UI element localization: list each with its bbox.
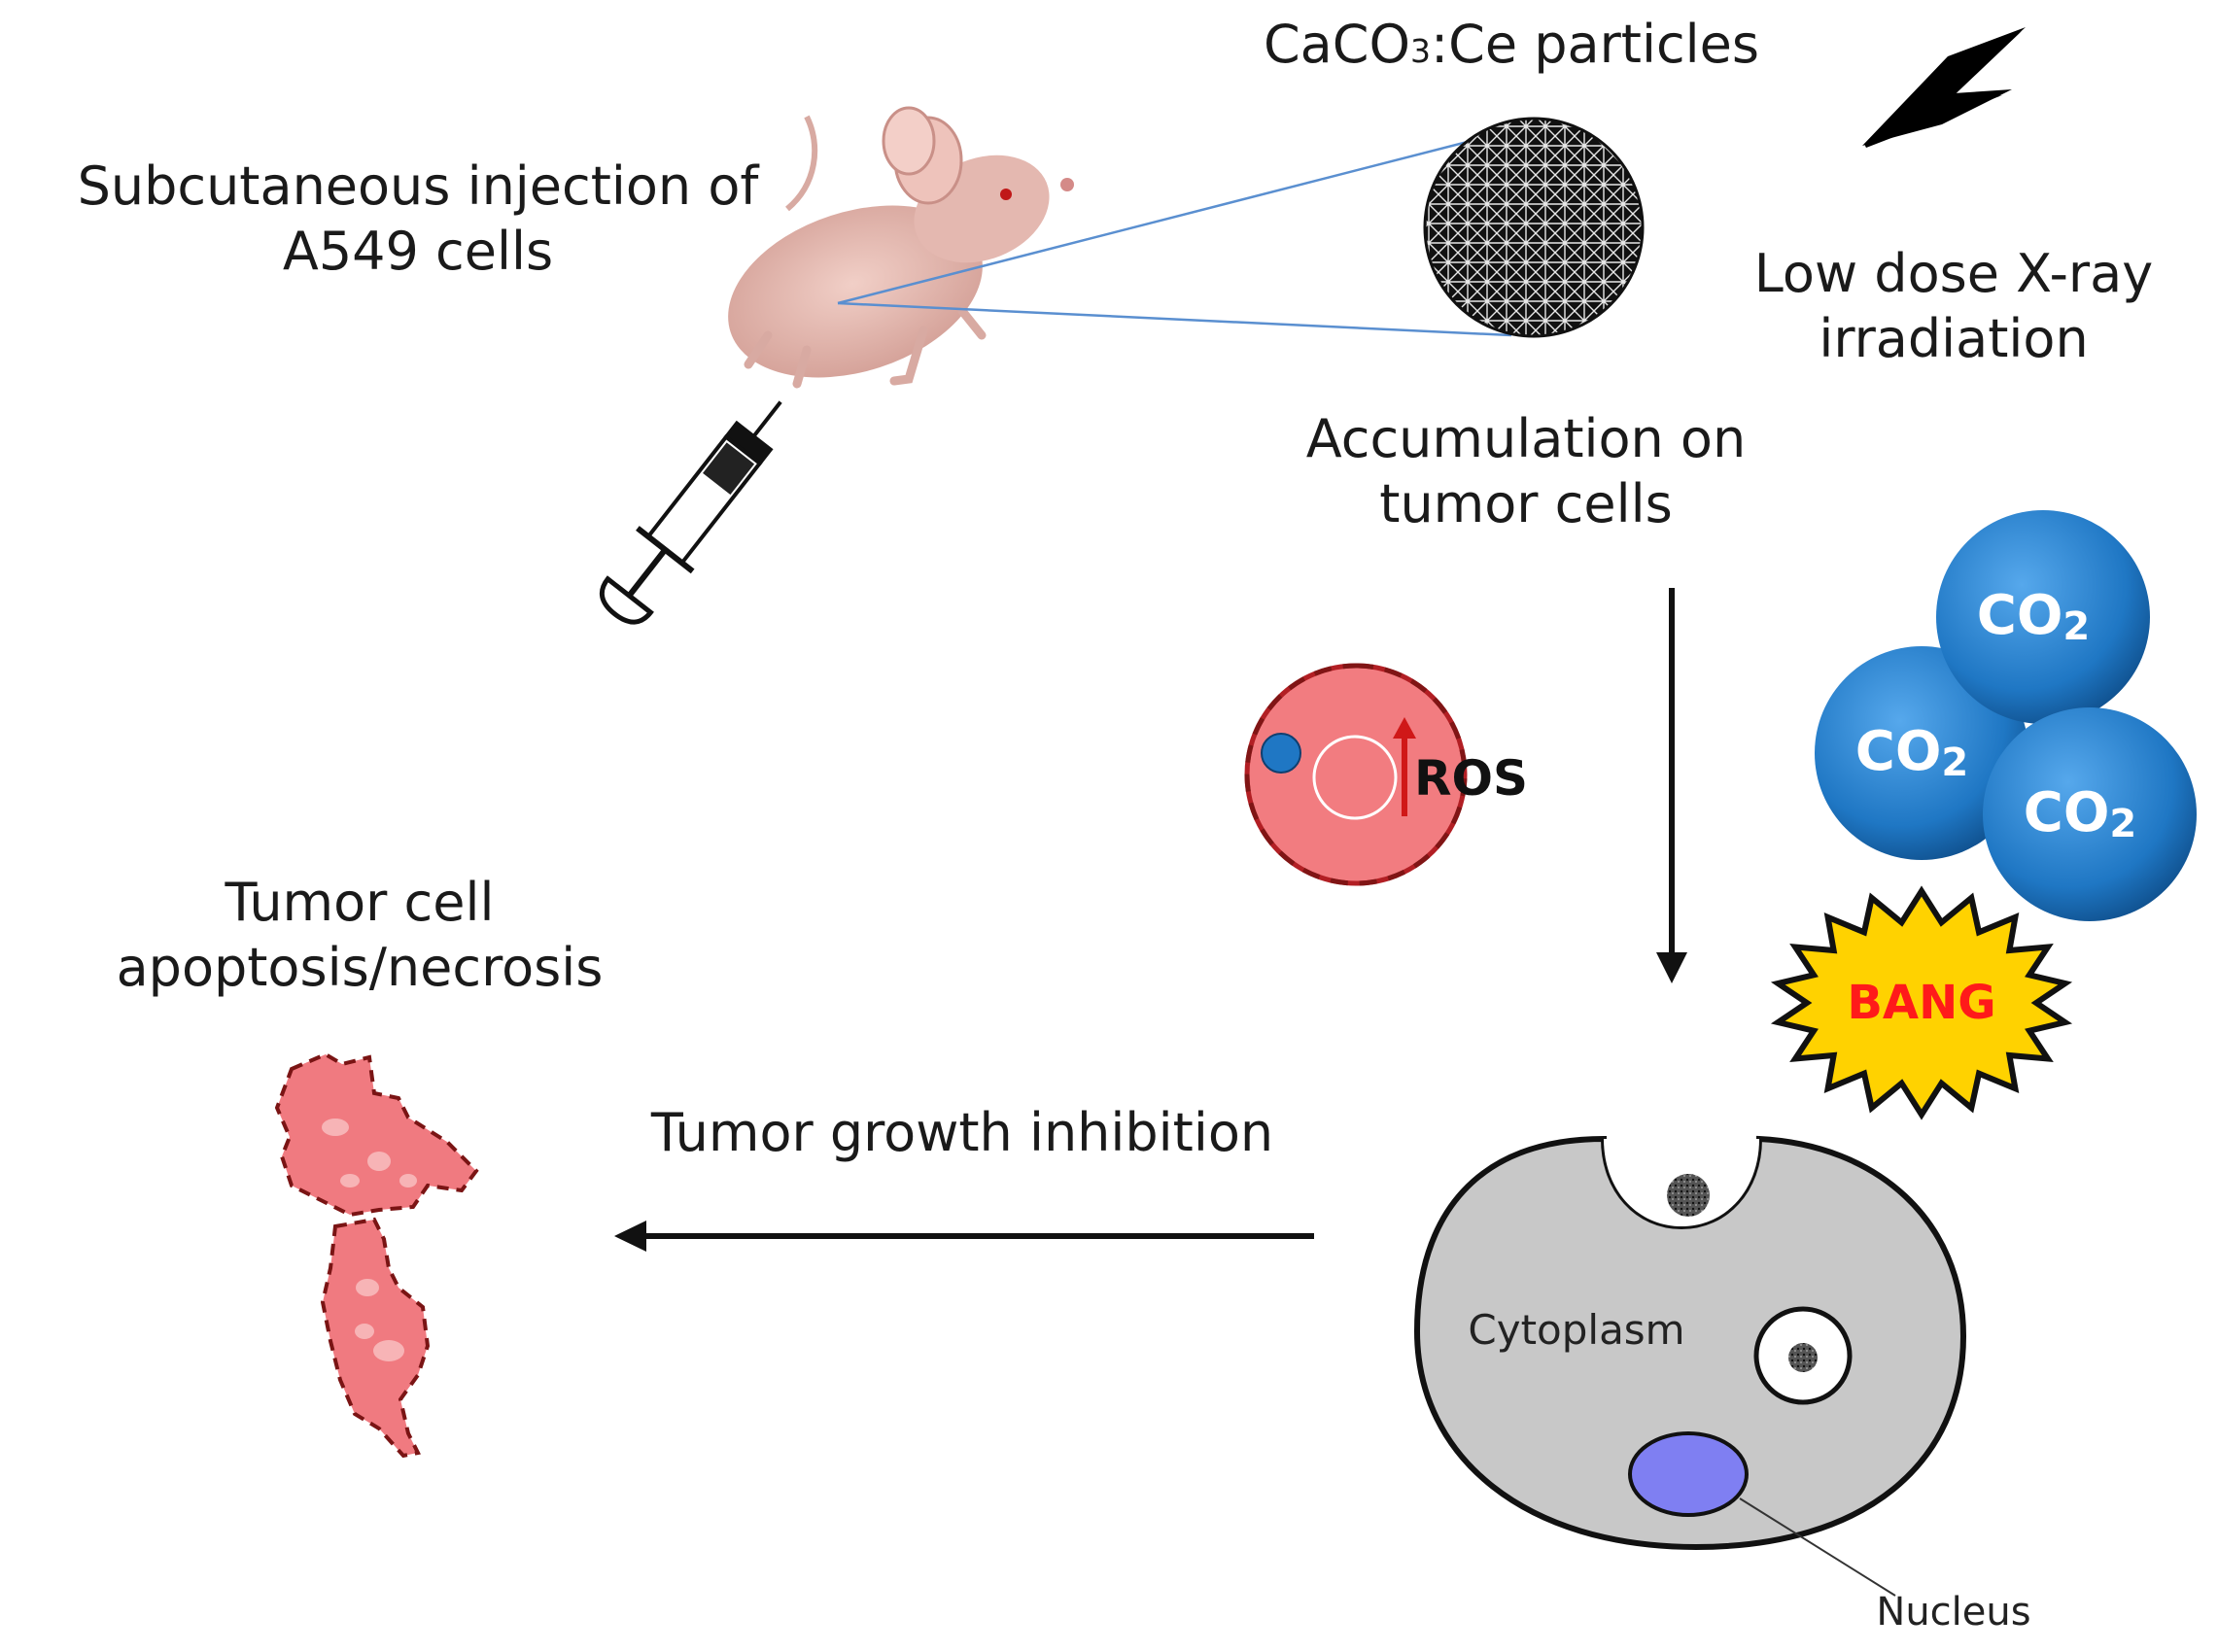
mouse-icon [728,106,1074,389]
particles-label-prefix: CaCO [1263,14,1410,75]
growth-inhibition-label: Tumor growth inhibition [650,1102,1274,1163]
co2-bubble-icon: CO2 [1815,646,2028,860]
zoom-lines [837,122,1537,337]
co2-label-subscript: 2 [1941,740,1968,785]
bang-burst-icon [1770,885,2073,1120]
xray-label-line2: irradiation [1819,308,2089,369]
xray-label-line1: Low dose X-ray [1753,243,2154,304]
dead-tumor-cell-icon [274,1051,479,1218]
accumulation-label-line2: tumor cells [1379,473,1673,534]
accumulation-label-line1: Accumulation on [1305,408,1747,469]
apoptosis-label-line2: apoptosis/necrosis [116,937,604,998]
injection-label-line1: Subcutaneous injection of [77,155,759,217]
particles-label-subscript: 3 [1409,32,1431,70]
svg-text:CO2: CO2 [1977,584,2091,649]
cytoplasm-label: Cytoplasm [1468,1306,1684,1354]
co2-label: CO [2024,781,2110,844]
particles-label-suffix: :Ce particles [1430,14,1760,75]
co2-label: CO [1977,584,2063,647]
syringe-icon [599,400,782,625]
apoptosis-label: Tumor cell apoptosis/necrosis [78,870,641,1000]
bang-label: BANG [1847,976,1995,1030]
co2-label: CO [1855,720,1942,783]
co2-label-subscript: 2 [2109,802,2136,846]
growth-inhibition-arrow [614,1221,1314,1252]
tumor-cell-icon [1413,1135,1967,1597]
svg-text:CO2: CO2 [1855,720,1969,785]
co2-bubble-icon: CO2 [1983,707,2197,921]
accumulation-arrow [1656,588,1687,983]
particles-label: CaCO3:Ce particles [1254,12,1769,84]
co2-bubbles: CO2 CO2 CO2 [1815,510,2197,921]
ros-label: ROS [1414,750,1528,807]
xray-label: Low dose X-ray irradiation [1730,241,2177,371]
nucleus-label: Nucleus [1876,1590,2030,1635]
co2-label-subscript: 2 [2062,604,2090,649]
svg-text:CO2: CO2 [2024,781,2137,846]
co2-bubble-icon: CO2 [1936,510,2150,724]
injection-label: Subcutaneous injection of A549 cells [39,154,797,284]
apoptosis-label-line1: Tumor cell [225,872,495,933]
accumulation-label: Accumulation on tumor cells [1264,406,1788,536]
injection-label-line2: A549 cells [282,221,554,282]
lightning-bolt-icon [1862,27,2026,148]
nanoparticle-sphere-icon [1423,117,1645,338]
ros-cell-icon [1244,663,1468,886]
dead-tumor-cell-icon [320,1217,431,1459]
